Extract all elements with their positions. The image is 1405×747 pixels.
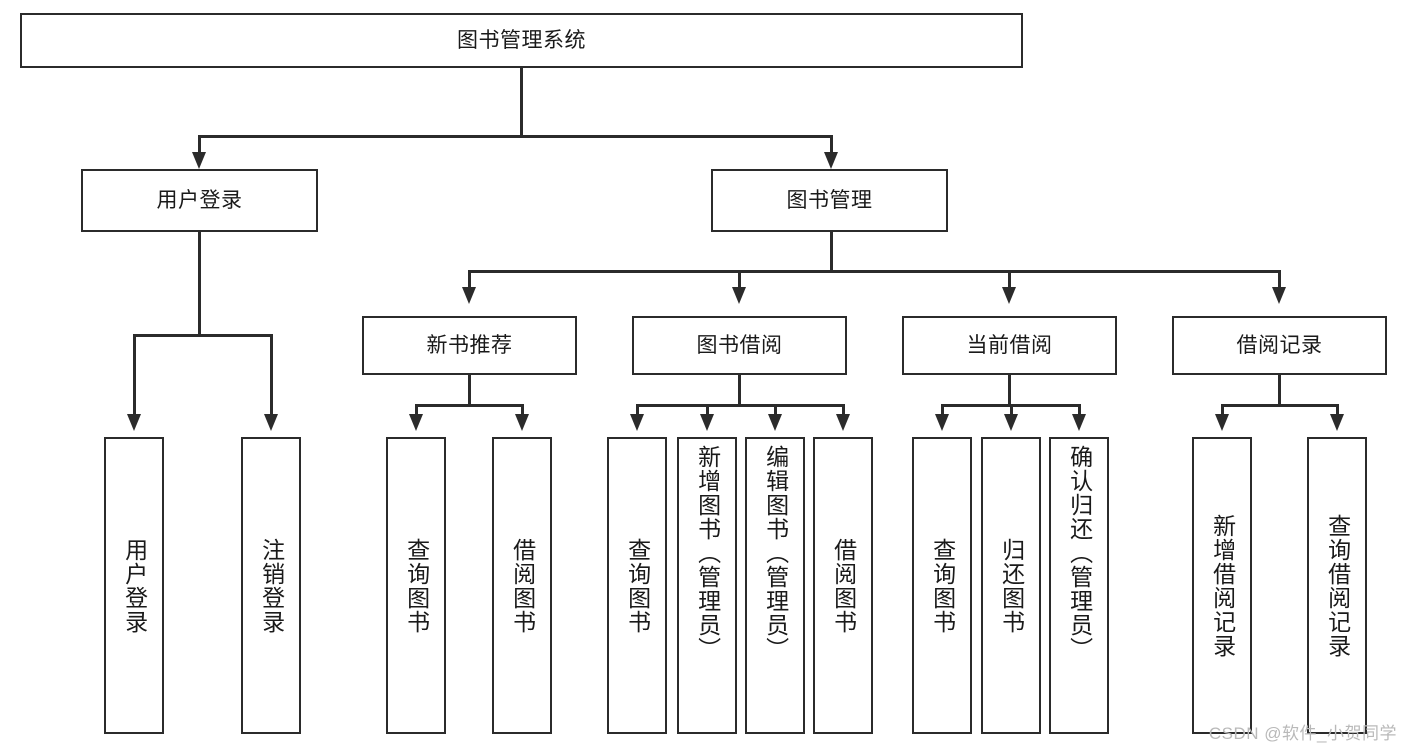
edge-bb-to-leaf-2 [706, 404, 709, 417]
edge-br-to-leaf-1 [1221, 404, 1224, 417]
node-label: 图书管理系统 [457, 28, 586, 52]
arrow-bb-to-leaf-1 [630, 414, 644, 431]
edge-nb-to-leaf-1 [415, 404, 418, 417]
edge-new-book-bus [415, 404, 523, 407]
node-root-system[interactable]: 图书管理系统 [20, 13, 1023, 68]
leaf-edit-book[interactable]: 编辑图书（管理员） [745, 437, 805, 734]
arrow-ul-to-leaf-2 [264, 414, 278, 431]
edge-cb-to-leaf-1 [941, 404, 944, 417]
edge-bb-to-leaf-1 [636, 404, 639, 417]
edge-root-to-book-manage [830, 135, 833, 156]
edge-book-borrow-bus [636, 404, 843, 407]
node-label: 用户登录 [156, 188, 243, 212]
leaf-label: 查询图书 [929, 537, 956, 634]
node-current-borrow[interactable]: 当前借阅 [902, 316, 1117, 375]
edge-user-login-bus [133, 334, 271, 337]
node-label: 当前借阅 [966, 333, 1053, 357]
edge-bm-to-borrow-record [1278, 270, 1281, 291]
edge-book-manage-bus [468, 270, 1280, 273]
leaf-label: 借阅图书 [509, 537, 536, 634]
edge-bm-to-new-book [468, 270, 471, 291]
edge-br-to-leaf-2 [1336, 404, 1339, 417]
node-label: 新书推荐 [426, 333, 513, 357]
arrow-bm-to-new-book [462, 287, 476, 304]
arrow-nb-to-leaf-2 [515, 414, 529, 431]
arrow-nb-to-leaf-1 [409, 414, 423, 431]
arrow-root-to-user-login [192, 152, 206, 169]
arrow-bb-to-leaf-3 [768, 414, 782, 431]
edge-bm-to-current-borrow [1008, 270, 1011, 291]
leaf-label: 确认归还（管理员） [1066, 445, 1093, 661]
edge-user-login-stem [198, 232, 201, 336]
arrow-bm-to-book-borrow [732, 287, 746, 304]
arrow-br-to-leaf-2 [1330, 414, 1344, 431]
edge-current-borrow-stem [1008, 375, 1011, 406]
edge-ul-to-leaf-2 [270, 334, 273, 417]
leaf-label: 编辑图书（管理员） [762, 445, 789, 661]
edge-root-to-user-login [198, 135, 201, 156]
leaf-user-logout[interactable]: 注销登录 [241, 437, 301, 734]
leaf-label: 查询图书 [403, 537, 430, 634]
leaf-query-book-3[interactable]: 查询图书 [912, 437, 972, 734]
arrow-bb-to-leaf-2 [700, 414, 714, 431]
arrow-ul-to-leaf-1 [127, 414, 141, 431]
arrow-cb-to-leaf-2 [1004, 414, 1018, 431]
node-borrow-record[interactable]: 借阅记录 [1172, 316, 1387, 375]
leaf-label: 注销登录 [258, 537, 285, 634]
leaf-query-book-2[interactable]: 查询图书 [607, 437, 667, 734]
leaf-label: 用户登录 [121, 537, 148, 634]
node-book-manage[interactable]: 图书管理 [711, 169, 948, 232]
edge-cb-to-leaf-2 [1010, 404, 1013, 417]
edge-bm-to-book-borrow [738, 270, 741, 291]
leaf-query-book-1[interactable]: 查询图书 [386, 437, 446, 734]
edge-nb-to-leaf-2 [521, 404, 524, 417]
node-label: 图书借阅 [696, 333, 783, 357]
edge-ul-to-leaf-1 [133, 334, 136, 417]
leaf-label: 新增借阅记录 [1209, 513, 1236, 658]
edge-root-bus [198, 135, 832, 138]
leaf-return-book[interactable]: 归还图书 [981, 437, 1041, 734]
leaf-label: 查询借阅记录 [1324, 513, 1351, 658]
leaf-user-login[interactable]: 用户登录 [104, 437, 164, 734]
edge-cb-to-leaf-3 [1078, 404, 1081, 417]
edge-root-stem [520, 68, 523, 137]
arrow-root-to-book-manage [824, 152, 838, 169]
leaf-add-book[interactable]: 新增图书（管理员） [677, 437, 737, 734]
leaf-label: 归还图书 [998, 537, 1025, 634]
leaf-label: 新增图书（管理员） [694, 445, 721, 661]
leaf-label: 查询图书 [624, 537, 651, 634]
arrow-br-to-leaf-1 [1215, 414, 1229, 431]
leaf-query-record[interactable]: 查询借阅记录 [1307, 437, 1367, 734]
edge-book-borrow-stem [738, 375, 741, 406]
edge-borrow-record-bus [1221, 404, 1338, 407]
edge-book-manage-stem [830, 232, 833, 272]
leaf-borrow-book-1[interactable]: 借阅图书 [492, 437, 552, 734]
node-new-book-recommend[interactable]: 新书推荐 [362, 316, 577, 375]
node-label: 图书管理 [786, 188, 873, 212]
leaf-confirm-return[interactable]: 确认归还（管理员） [1049, 437, 1109, 734]
node-label: 借阅记录 [1236, 333, 1323, 357]
arrow-bm-to-current-borrow [1002, 287, 1016, 304]
leaf-borrow-book-2[interactable]: 借阅图书 [813, 437, 873, 734]
watermark: CSDN @软件_小贺同学 [1208, 724, 1397, 743]
edge-borrow-record-stem [1278, 375, 1281, 406]
arrow-cb-to-leaf-3 [1072, 414, 1086, 431]
leaf-add-record[interactable]: 新增借阅记录 [1192, 437, 1252, 734]
edge-new-book-stem [468, 375, 471, 406]
arrow-bb-to-leaf-4 [836, 414, 850, 431]
arrow-cb-to-leaf-1 [935, 414, 949, 431]
leaf-label: 借阅图书 [830, 537, 857, 634]
arrow-bm-to-borrow-record [1272, 287, 1286, 304]
edge-bb-to-leaf-4 [842, 404, 845, 417]
edge-bb-to-leaf-3 [774, 404, 777, 417]
node-book-borrow[interactable]: 图书借阅 [632, 316, 847, 375]
node-user-login[interactable]: 用户登录 [81, 169, 318, 232]
